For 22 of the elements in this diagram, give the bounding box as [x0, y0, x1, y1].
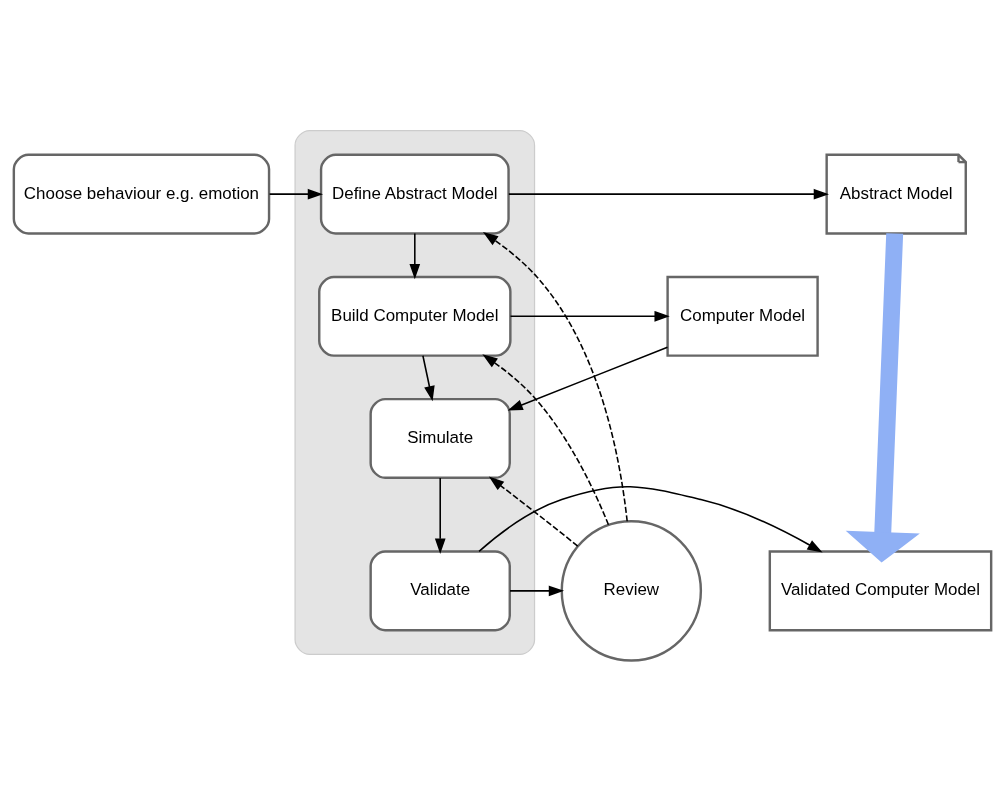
arrow [482, 232, 628, 522]
node-box: Define Abstract Model [319, 153, 510, 235]
node-box: Simulate [368, 397, 511, 479]
arrow [268, 188, 323, 200]
arrow [507, 346, 668, 411]
node-box: Validated Computer Model [768, 550, 992, 632]
arrow [434, 477, 446, 554]
arrow [508, 585, 564, 597]
arrow [408, 232, 420, 280]
node-box: Choose behaviour e.g. emotion [12, 153, 270, 235]
node-box: Computer Model [665, 275, 819, 357]
node-box: Build Computer Model [317, 275, 512, 357]
arrow [488, 476, 578, 547]
node-circle: Review [560, 520, 702, 662]
node-box: Validate [368, 550, 511, 632]
arrow [845, 233, 920, 563]
arrow [477, 486, 823, 553]
cluster [293, 130, 535, 655]
arrow [507, 188, 829, 200]
arrow [509, 310, 670, 322]
arrow [481, 354, 609, 526]
arrow [421, 354, 435, 402]
